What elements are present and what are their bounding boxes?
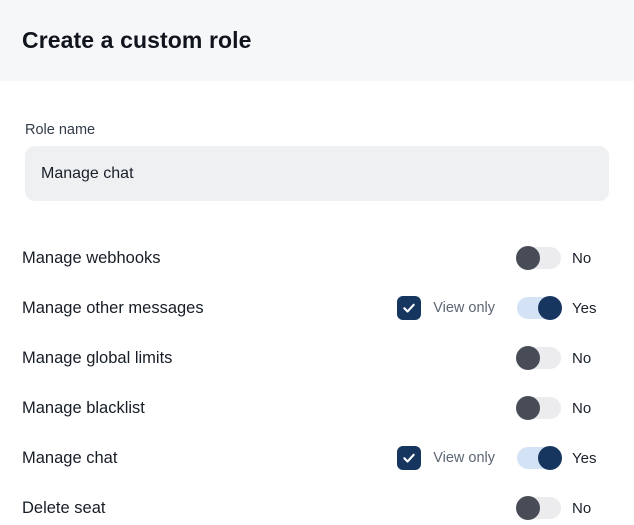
view-only-label: View only: [433, 300, 495, 316]
toggle-switch[interactable]: [516, 496, 561, 520]
permission-label: Delete seat: [22, 498, 106, 517]
toggle-knob: [516, 496, 540, 520]
view-only-checkbox[interactable]: [397, 446, 422, 470]
toggle-switch[interactable]: [516, 396, 561, 420]
toggle-switch[interactable]: [517, 296, 562, 320]
permission-label: Manage blacklist: [22, 398, 145, 417]
permission-label: Manage global limits: [22, 348, 173, 367]
toggle-knob: [516, 246, 540, 270]
toggle-state-label: Yes: [572, 299, 597, 317]
toggle-switch[interactable]: [516, 346, 561, 370]
permission-row: Manage blacklist No: [0, 383, 634, 433]
toggle-state-label: No: [572, 399, 592, 417]
view-only-group: View only: [397, 446, 495, 470]
permission-controls: No: [516, 396, 606, 420]
permission-label: Manage other messages: [22, 298, 204, 317]
permission-label: Manage chat: [22, 448, 118, 467]
permission-row: Manage webhooks No: [0, 233, 634, 283]
permission-controls: No: [516, 496, 606, 520]
permission-controls: No: [516, 246, 606, 270]
view-only-checkbox[interactable]: [397, 296, 422, 320]
toggle-knob: [538, 296, 562, 320]
view-only-label: View only: [433, 450, 495, 466]
toggle-state-label: Yes: [572, 449, 597, 467]
toggle-switch[interactable]: [517, 446, 562, 470]
permission-controls: View only Yes: [397, 446, 606, 470]
toggle-knob: [538, 446, 562, 470]
dialog-header: Create a custom role: [0, 0, 634, 81]
toggle-switch[interactable]: [516, 246, 561, 270]
toggle-knob: [516, 396, 540, 420]
permissions-list: Manage webhooks No Manage other messages…: [0, 233, 634, 525]
checkmark-icon: [403, 303, 415, 313]
permission-row: Manage global limits No: [0, 333, 634, 383]
permission-row: Manage other messages View only Yes: [0, 283, 634, 333]
permission-label: Manage webhooks: [22, 248, 161, 267]
toggle-state-label: No: [572, 249, 592, 267]
role-name-label: Role name: [25, 122, 96, 138]
permission-controls: View only Yes: [397, 296, 606, 320]
toggle-knob: [516, 346, 540, 370]
toggle-state-label: No: [572, 349, 592, 367]
permission-controls: No: [516, 346, 606, 370]
checkmark-icon: [403, 453, 415, 463]
role-name-input[interactable]: [25, 146, 609, 201]
toggle-state-label: No: [572, 499, 592, 517]
view-only-group: View only: [397, 296, 495, 320]
role-name-section: Role name: [0, 81, 634, 201]
page-title: Create a custom role: [22, 27, 252, 53]
permission-row: Delete seat No: [0, 483, 634, 525]
permission-row: Manage chat View only Yes: [0, 433, 634, 483]
